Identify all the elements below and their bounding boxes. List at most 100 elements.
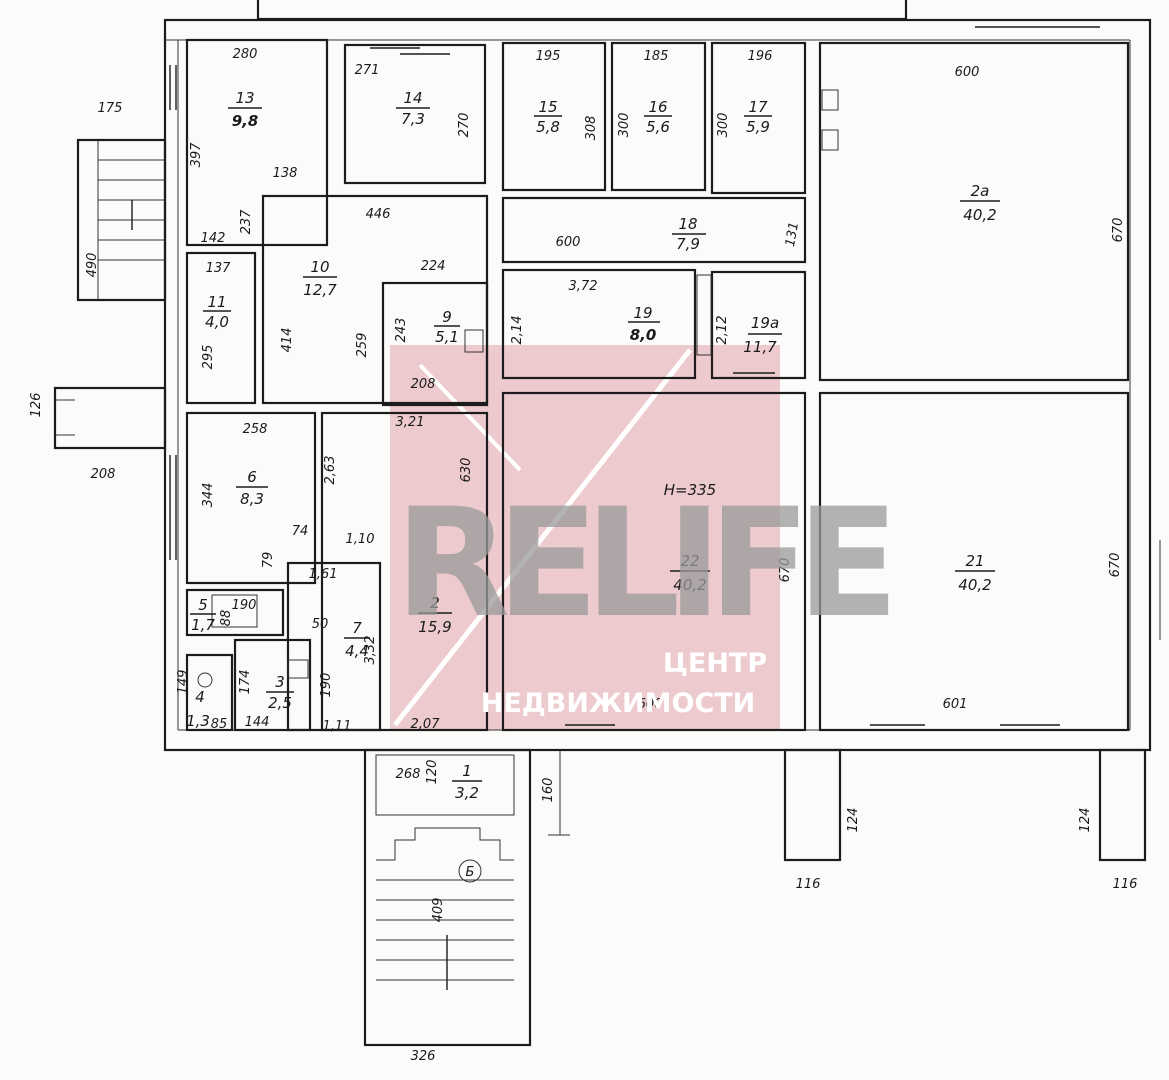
svg-text:137: 137	[206, 261, 232, 276]
svg-text:19a: 19a	[751, 314, 779, 332]
svg-text:3,32: 3,32	[363, 636, 378, 665]
svg-text:88: 88	[219, 610, 234, 627]
svg-text:17: 17	[748, 98, 768, 116]
svg-text:1,11: 1,11	[323, 719, 352, 734]
svg-text:397: 397	[189, 142, 204, 168]
room-19a: 19a 11,7	[743, 314, 782, 356]
room-10: 10 12,7	[303, 258, 337, 299]
svg-text:414: 414	[280, 328, 295, 353]
svg-text:16: 16	[648, 98, 667, 116]
svg-text:131: 131	[783, 221, 802, 248]
svg-text:308: 308	[584, 116, 599, 141]
watermark-block	[390, 345, 780, 730]
svg-text:630: 630	[459, 458, 474, 483]
svg-text:3: 3	[275, 673, 285, 691]
svg-text:19: 19	[633, 304, 652, 322]
svg-text:5,8: 5,8	[536, 118, 560, 136]
svg-text:670: 670	[1111, 218, 1126, 243]
svg-text:85: 85	[211, 717, 228, 732]
svg-text:208: 208	[91, 467, 116, 482]
dimension-labels: 280 271 270 195 308 185 300 196 300 600 …	[29, 47, 1137, 1064]
svg-text:14: 14	[403, 89, 422, 107]
svg-text:116: 116	[1113, 877, 1138, 892]
svg-text:271: 271	[355, 63, 380, 78]
watermark-line1: ЦЕНТР	[663, 648, 767, 679]
room-3: 32,5	[266, 673, 294, 712]
svg-text:190: 190	[319, 673, 334, 698]
room-6: 68,3	[236, 468, 268, 508]
svg-text:7: 7	[352, 619, 362, 637]
svg-text:670: 670	[778, 558, 793, 583]
svg-text:224: 224	[421, 259, 446, 274]
svg-text:116: 116	[796, 877, 821, 892]
svg-text:300: 300	[716, 113, 731, 138]
svg-text:196: 196	[748, 49, 773, 64]
svg-text:2,5: 2,5	[268, 694, 292, 712]
entrance-stair	[363, 748, 1147, 1047]
room-16: 165,6	[644, 98, 672, 136]
svg-text:5,1: 5,1	[435, 328, 459, 346]
svg-text:4,4: 4,4	[345, 642, 369, 660]
room-5: 51,7	[190, 596, 216, 634]
svg-text:3,72: 3,72	[569, 279, 598, 294]
svg-text:300: 300	[617, 113, 632, 138]
svg-text:12,7: 12,7	[303, 281, 337, 299]
svg-text:4,0: 4,0	[205, 313, 229, 331]
svg-text:195: 195	[536, 49, 561, 64]
svg-text:1,7: 1,7	[191, 616, 215, 634]
svg-text:280: 280	[233, 47, 258, 62]
room-13: 139,8	[228, 89, 262, 130]
svg-text:74: 74	[292, 524, 309, 539]
room-18: 187,9	[672, 215, 706, 253]
room-11: 114,0	[203, 293, 231, 331]
svg-text:7,9: 7,9	[676, 235, 700, 253]
svg-text:11: 11	[207, 293, 226, 311]
svg-text:490: 490	[85, 253, 100, 278]
svg-text:174: 174	[238, 670, 253, 695]
svg-text:670: 670	[1108, 553, 1123, 578]
svg-text:344: 344	[201, 483, 216, 508]
svg-text:15: 15	[538, 98, 557, 116]
room-19: 198,0	[628, 304, 660, 344]
svg-text:11,7: 11,7	[743, 338, 777, 356]
svg-text:208: 208	[411, 377, 436, 392]
svg-text:1,61: 1,61	[309, 567, 338, 582]
svg-text:2,63: 2,63	[323, 456, 338, 485]
svg-text:79: 79	[261, 552, 276, 569]
svg-text:1: 1	[462, 762, 472, 780]
room-15: 155,8	[534, 98, 562, 136]
svg-text:22: 22	[680, 552, 699, 570]
svg-text:7,3: 7,3	[401, 110, 425, 128]
svg-text:190: 190	[232, 598, 257, 613]
svg-text:124: 124	[1078, 808, 1093, 833]
svg-text:9: 9	[442, 308, 452, 326]
stair-mark: Б	[466, 865, 475, 880]
svg-text:10: 10	[310, 258, 329, 276]
svg-text:243: 243	[394, 318, 409, 343]
svg-text:259: 259	[355, 333, 370, 358]
room-9: 95,1	[434, 308, 460, 346]
svg-text:13: 13	[235, 89, 254, 107]
svg-text:160: 160	[541, 778, 556, 803]
svg-text:600: 600	[955, 65, 980, 80]
svg-text:2,12: 2,12	[715, 316, 730, 345]
left-stair	[53, 138, 167, 450]
svg-text:120: 120	[425, 760, 440, 785]
svg-text:15,9: 15,9	[418, 618, 451, 636]
svg-text:1,10: 1,10	[346, 532, 375, 547]
watermark-slash	[393, 348, 692, 727]
svg-text:258: 258	[243, 422, 268, 437]
room-1: 13,2	[452, 762, 482, 802]
watermark-line2: НЕДВИЖИМОСТИ	[481, 688, 756, 719]
room-14: 147,3	[396, 89, 430, 128]
svg-text:270: 270	[457, 113, 472, 138]
svg-text:21: 21	[965, 552, 984, 570]
svg-text:40,2: 40,2	[958, 576, 991, 594]
svg-text:326: 326	[411, 1049, 436, 1064]
svg-text:124: 124	[846, 808, 861, 833]
room-walls	[169, 26, 1161, 732]
watermark-brand: RELIFE	[395, 477, 889, 651]
svg-text:600: 600	[556, 235, 581, 250]
svg-text:40,2: 40,2	[673, 576, 706, 594]
